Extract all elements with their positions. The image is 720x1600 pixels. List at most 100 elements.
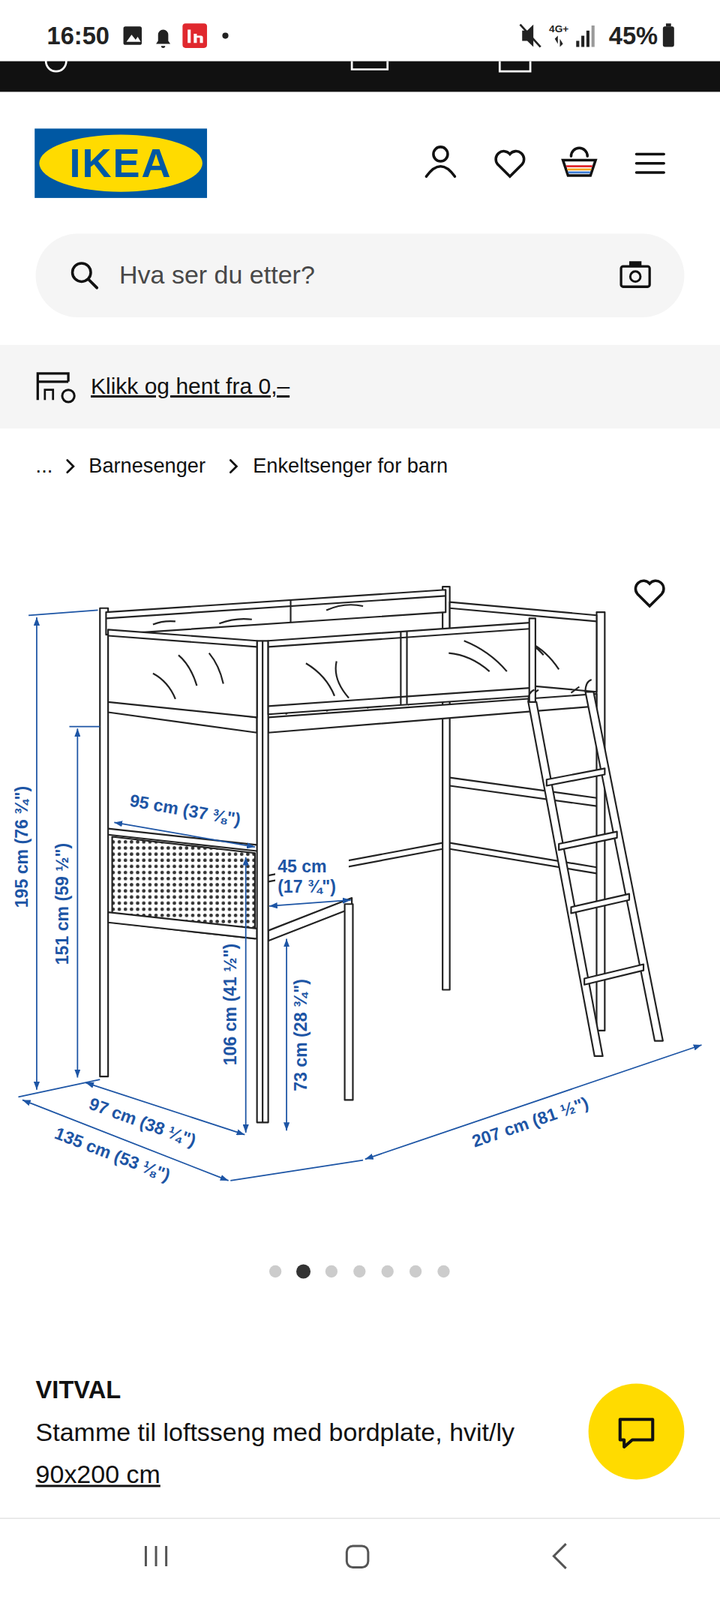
pickup-banner	[62, 390, 75, 402]
navigation-bar	[0, 1518, 720, 1600]
header-icons	[569, 171, 590, 174]
loft-bed-drawing	[585, 691, 663, 1041]
loft-bed-drawing	[546, 768, 606, 786]
loft-bed-drawing	[105, 589, 446, 635]
breadcrumb-chevrons	[230, 460, 237, 473]
loft-bed-drawing	[108, 635, 258, 647]
top-bar	[0, 61, 720, 93]
search-field	[621, 266, 650, 287]
dimension-lines	[36, 617, 38, 1090]
dimension-lines	[28, 609, 98, 615]
loft-bed-drawing	[450, 849, 597, 874]
top-bar	[45, 51, 66, 72]
loft-bed-drawing	[105, 595, 446, 618]
brand-logo: IKEA	[34, 128, 207, 198]
header-icons	[567, 165, 592, 168]
status-bar	[156, 29, 171, 48]
loft-bed-drawing	[268, 897, 353, 941]
loft-bed-drawing	[257, 640, 269, 1122]
dimension-label: 151 cm (59 ½")	[52, 840, 73, 967]
loft-bed-drawing	[399, 631, 402, 705]
status-bar	[126, 34, 141, 42]
pickup-banner	[45, 390, 54, 401]
search-field	[36, 234, 685, 318]
battery-level: 45%	[609, 21, 658, 51]
loft-bed-drawing	[99, 608, 108, 1077]
carousel-dots	[325, 1265, 338, 1278]
status-bar	[123, 26, 142, 45]
loft-bed-drawing	[528, 702, 603, 1056]
breadcrumb: Barnesenger	[88, 454, 206, 478]
loft-bed-drawing	[558, 831, 618, 850]
carousel-dots	[296, 1263, 311, 1278]
chat-button	[588, 1383, 685, 1480]
loft-bed-drawing	[345, 903, 354, 1100]
chat-button	[588, 1383, 685, 1480]
pickup-banner	[0, 345, 720, 429]
loft-bed-drawing	[450, 785, 597, 806]
breadcrumb: ...	[36, 454, 54, 478]
brand-logo-text: IKEA	[69, 139, 172, 186]
product-size: 90x200 cm	[36, 1460, 161, 1490]
status-bar	[581, 36, 585, 48]
carousel-dots	[381, 1265, 394, 1278]
dimension-lines	[245, 857, 247, 1133]
loft-bed-drawing	[289, 600, 291, 623]
status-bar	[519, 24, 540, 48]
product-name: VITVAL	[36, 1376, 122, 1405]
search-box-text: Hva ser du etter?	[119, 260, 315, 290]
clock: 16:50	[47, 21, 110, 51]
loft-bed-drawing	[596, 612, 605, 1031]
header-icons	[426, 147, 664, 177]
loft-bed-drawing	[268, 622, 533, 714]
loft-bed-drawing	[528, 679, 591, 702]
top-bar	[351, 61, 388, 70]
navigation-bar	[553, 1543, 566, 1569]
carousel-dots	[269, 1263, 450, 1278]
status-bar	[663, 26, 675, 47]
dimension-lines	[285, 939, 288, 1131]
loft-bed-drawing	[450, 608, 597, 622]
carousel-dots	[269, 1265, 282, 1278]
dimension-label: 195 cm (76 ¾")	[11, 783, 32, 910]
search-field	[88, 279, 97, 288]
navigation-bar	[145, 1545, 166, 1566]
breadcrumb-chevrons	[67, 460, 74, 473]
header-icons	[570, 147, 588, 156]
header-icons	[563, 160, 597, 176]
dimension-lines	[69, 726, 100, 728]
favourite-heart	[635, 580, 664, 606]
search-box: Hva ser du etter?	[36, 233, 685, 318]
dimension-lines	[230, 1160, 363, 1181]
loft-bed-drawing	[153, 653, 224, 699]
dimension-lines	[269, 900, 351, 906]
product-description: Stamme til loftsseng med bordplate, hvit…	[36, 1418, 515, 1448]
search-field	[629, 261, 642, 267]
status-bar	[555, 36, 564, 48]
status-bar	[591, 25, 595, 48]
network-type: 4G+	[549, 24, 569, 36]
loft-bed-drawing	[570, 894, 630, 914]
status-bar	[182, 23, 207, 48]
status-bar	[222, 33, 228, 39]
loft-bed-drawing	[153, 604, 363, 624]
carousel-dots	[437, 1265, 450, 1278]
dimension-lines	[76, 728, 78, 1077]
pickup-banner	[37, 373, 69, 400]
dimension-lines	[18, 609, 702, 1180]
breadcrumb: Enkeltsenger for barn	[252, 454, 448, 478]
dimension-lines	[18, 1079, 100, 1097]
ikea-logo-shape	[34, 128, 207, 198]
loft-bed-drawing	[584, 964, 644, 985]
carousel-dots	[409, 1265, 422, 1278]
navigation-bar	[0, 1517, 720, 1518]
chat-button	[620, 1419, 654, 1447]
dimension-label: 106 cm (41 ½")	[220, 941, 241, 1068]
status-bar	[666, 23, 672, 27]
header-icons	[495, 151, 525, 177]
status-bar	[187, 29, 203, 43]
loft-bed-drawing	[405, 631, 408, 705]
